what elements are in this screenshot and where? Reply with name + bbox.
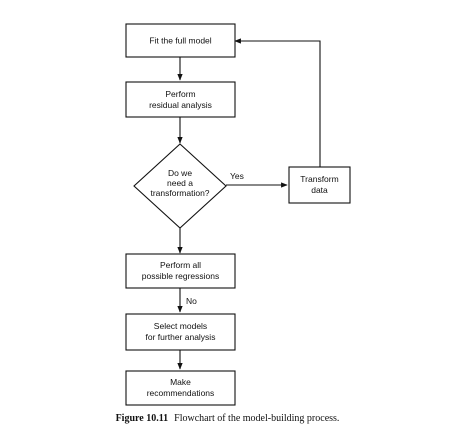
node-recommend-label-line-2: recommendations	[147, 388, 215, 398]
node-residual-label-line-1: Perform	[165, 89, 195, 99]
node-transform-data: Transform data	[288, 166, 351, 204]
figure-caption: Figure 10.11 Flowchart of the model-build…	[0, 413, 455, 424]
edge-transform-to-fit	[234, 38, 321, 167]
node-regressions-label-line-1: Perform all	[160, 260, 201, 270]
edge-label-yes: Yes	[230, 171, 244, 181]
node-select-models: Select models for further analysis	[125, 313, 236, 351]
node-residual-analysis: Perform residual analysis	[125, 81, 236, 118]
node-fit-full-model: Fit the full model	[125, 23, 236, 58]
node-regressions-label-line-2: possible regressions	[142, 271, 219, 281]
node-transformation-decision: Do we need a transformation?	[133, 143, 227, 229]
node-possible-regressions: Perform all possible regressions	[125, 253, 236, 289]
figure-number: Figure 10.11	[115, 413, 169, 424]
node-transform-label-line-1: Transform	[300, 174, 338, 184]
node-fit-label-line-1: Fit the full model	[149, 36, 211, 46]
node-transform-label-line-2: data	[311, 185, 328, 195]
node-recommend-label-line-1: Make	[170, 377, 191, 387]
figure-caption-text: Flowchart of the model-building process.	[174, 413, 340, 424]
node-select-label-line-1: Select models	[154, 321, 207, 331]
node-decision-label-line-1: Do we	[168, 168, 192, 178]
node-decision-label-line-2: need a	[167, 178, 193, 188]
node-decision-label-line-3: transformation?	[150, 188, 209, 198]
node-residual-label-line-2: residual analysis	[149, 100, 212, 110]
edge-label-no: No	[186, 296, 197, 306]
node-make-recommendations: Make recommendations	[125, 370, 236, 406]
node-select-label-line-2: for further analysis	[146, 332, 216, 342]
